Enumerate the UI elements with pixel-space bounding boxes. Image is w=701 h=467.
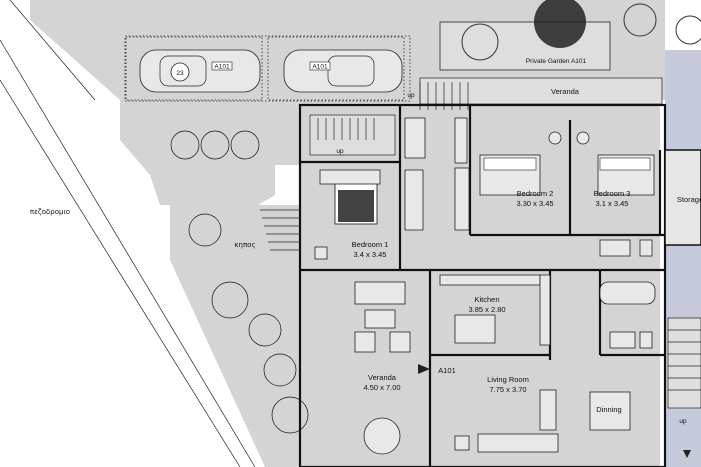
private-garden-label: Private Garden A101 [526, 58, 587, 65]
arrow-down-icon [683, 450, 691, 458]
living-room-name: Living Room [487, 375, 529, 384]
stairs-mid: up [309, 114, 396, 156]
veranda-top-label: Veranda [551, 87, 580, 96]
living-room: Living Room 7.75 x 3.70 [454, 375, 559, 453]
car-tag: A101 [312, 64, 328, 71]
living-room-size: 7.75 x 3.70 [489, 385, 526, 394]
bathroom [404, 117, 656, 349]
parked-car: A101 [283, 49, 403, 93]
bedroom-1-size: 3.4 x 3.45 [354, 250, 387, 259]
entrance-marker: A101 [418, 364, 456, 375]
bedroom-3-name: Bedroom 3 [594, 189, 631, 198]
stairs-right: up [667, 317, 701, 458]
parking-number: 23 [176, 70, 184, 77]
dining-name: Dinning [596, 405, 621, 414]
bedroom-3-size: 3.1 x 3.45 [596, 199, 629, 208]
parked-car: 23 A101 [139, 49, 261, 93]
entrance-label: A101 [438, 366, 456, 375]
palm-trees [170, 130, 309, 434]
stairs-up-label: up [407, 92, 415, 99]
stairs-up-label: up [336, 148, 344, 155]
building-walls [298, 103, 667, 467]
veranda-top: Veranda [419, 77, 663, 105]
bedroom-2: Bedroom 2 3.30 x 3.45 [454, 131, 562, 231]
bedroom-1-name: Bedroom 1 [352, 240, 389, 249]
bedroom-2-name: Bedroom 2 [517, 189, 554, 198]
garden-label: κηπος [234, 241, 255, 249]
storage: Storage [664, 149, 701, 246]
veranda-main-name: Veranda [368, 373, 397, 382]
veranda-main-size: 4.50 x 7.00 [363, 383, 400, 392]
kitchen: Kitchen 3.85 x 2.80 [439, 274, 551, 346]
bedroom-1: Bedroom 1 3.4 x 3.45 [314, 169, 424, 260]
veranda-main: Veranda 4.50 x 7.00 [354, 281, 411, 455]
stairs-side [260, 209, 300, 251]
kitchen-size: 3.85 x 2.80 [468, 305, 505, 314]
dining-area: Dinning [589, 391, 631, 431]
storage-label: Storage [677, 195, 701, 204]
bedroom-3: Bedroom 3 3.1 x 3.45 [576, 131, 655, 208]
kitchen-name: Kitchen [474, 295, 499, 304]
private-garden: Private Garden A101 [439, 0, 701, 71]
car-tag: A101 [214, 64, 230, 71]
bedroom-2-size: 3.30 x 3.45 [516, 199, 553, 208]
parking-area: 23 A101 A101 [124, 35, 411, 102]
stairs-up-label: up [679, 418, 687, 425]
entrance-arrow-icon [418, 364, 430, 374]
road-label: πεζοδρομιο [30, 208, 70, 216]
